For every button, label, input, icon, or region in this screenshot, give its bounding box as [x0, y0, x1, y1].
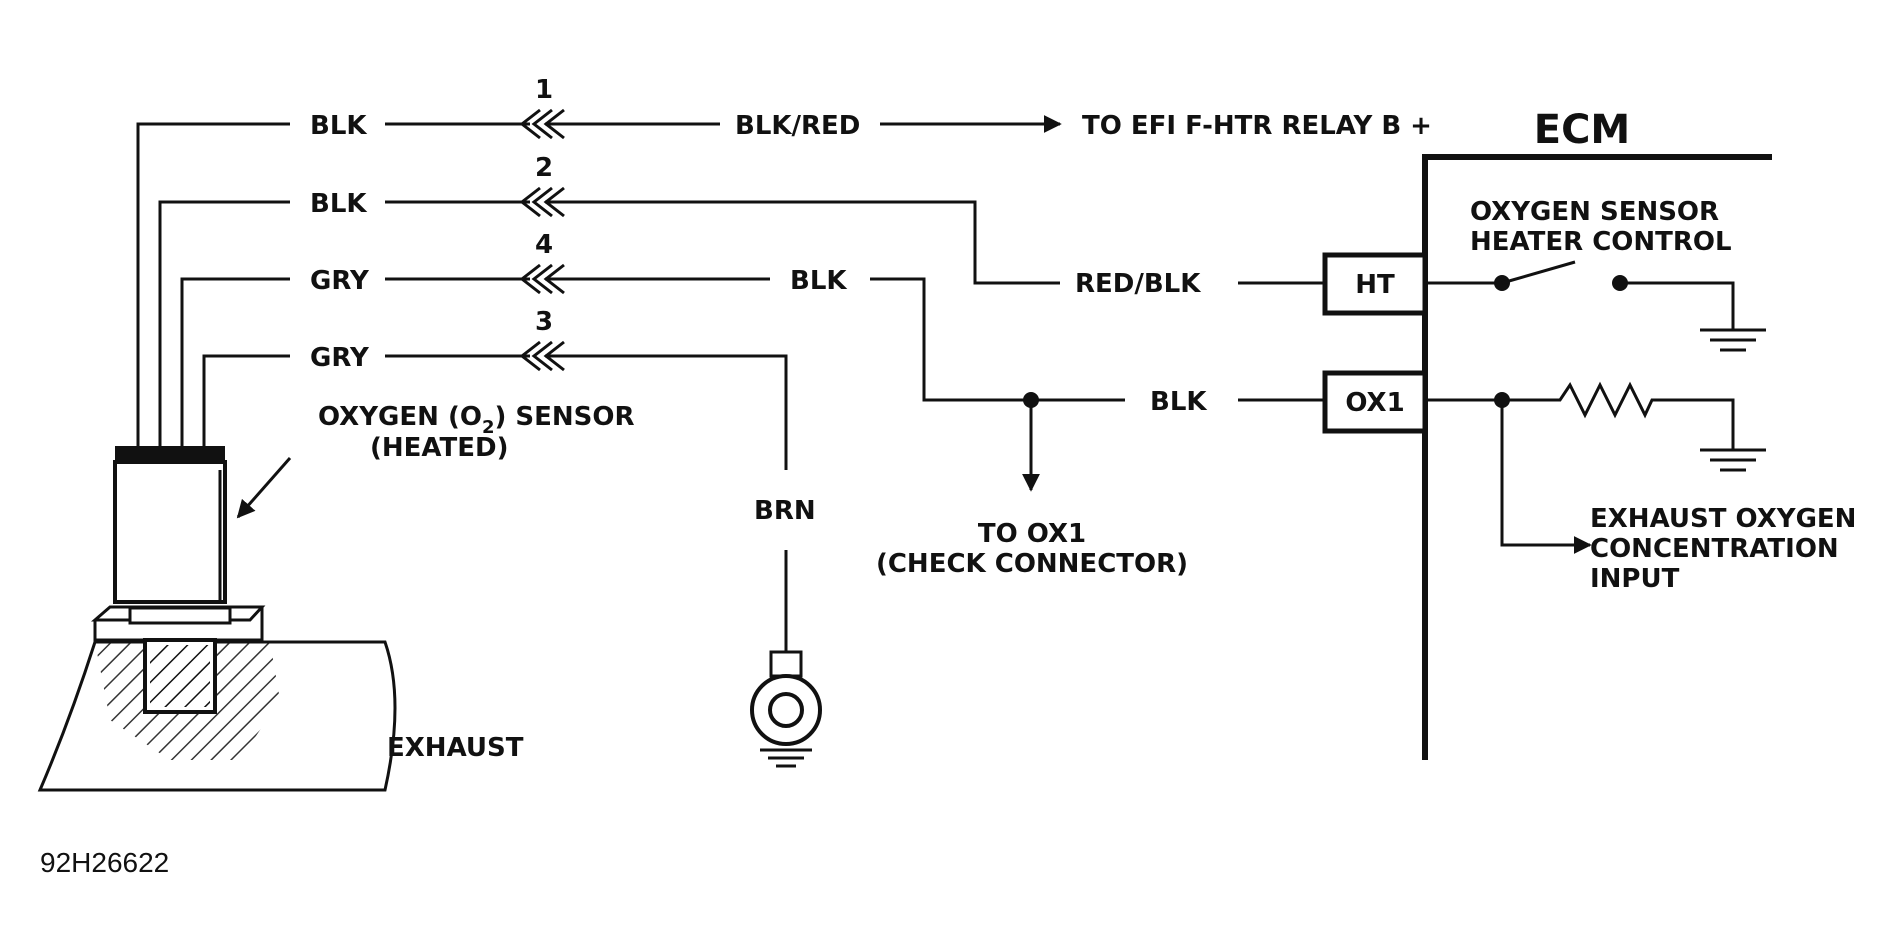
wire2-right-color: RED/BLK — [1075, 269, 1201, 299]
exhaust-input-line3: INPUT — [1590, 564, 1680, 594]
wire1-left-color: BLK — [310, 111, 367, 141]
ht-terminal-label: HT — [1355, 270, 1395, 300]
sensor-label-line2: (HEATED) — [370, 433, 508, 463]
exhaust-label: EXHAUST — [387, 733, 524, 763]
check-connector-line1: TO OX1 — [978, 519, 1086, 549]
pin-label-4: 4 — [535, 230, 553, 260]
figure-id: 92H26622 — [40, 847, 169, 878]
pin-label-2: 2 — [535, 153, 553, 183]
sensor-cap — [115, 446, 225, 464]
sensor-label-line1: OXYGEN (O2) SENSOR — [318, 402, 635, 438]
heater-control-line2: HEATER CONTROL — [1470, 227, 1732, 257]
exhaust-input-line2: CONCENTRATION — [1590, 534, 1839, 564]
check-connector-line2: (CHECK CONNECTOR) — [876, 549, 1188, 579]
wire4-down-color: BRN — [754, 496, 816, 526]
heater-control-line1: OXYGEN SENSOR — [1470, 197, 1719, 227]
ecm-block — [1322, 154, 1772, 760]
connector-pin-1-chevron — [519, 108, 565, 140]
connector-pin-4-chevron — [519, 263, 565, 295]
ecm-title: ECM — [1534, 107, 1630, 153]
wire4-left-color: GRY — [310, 343, 370, 373]
connector-pin-3-chevron — [519, 340, 565, 372]
connector-chevrons — [519, 108, 565, 372]
connector-pin-2-chevron — [519, 186, 565, 218]
wire1-destination: TO EFI F-HTR RELAY B + — [1082, 111, 1432, 141]
ground-terminal — [750, 650, 822, 768]
pin-label-3: 3 — [535, 307, 553, 337]
ox1-terminal — [1322, 370, 1428, 434]
oxygen-sensor — [37, 446, 397, 792]
wire1-right-color: BLK/RED — [735, 111, 860, 141]
wire3-right-color: BLK — [790, 266, 847, 296]
ox1-terminal-label: OX1 — [1345, 388, 1404, 418]
ox1-wire-color: BLK — [1150, 387, 1207, 417]
exhaust-pipe — [37, 640, 397, 792]
pin-label-1: 1 — [535, 75, 553, 105]
wire2-left-color: BLK — [310, 189, 367, 219]
exhaust-input-line1: EXHAUST OXYGEN — [1590, 504, 1856, 534]
wire3-left-color: GRY — [310, 266, 370, 296]
sensor-leads — [136, 122, 290, 446]
sensor-body — [113, 460, 227, 604]
